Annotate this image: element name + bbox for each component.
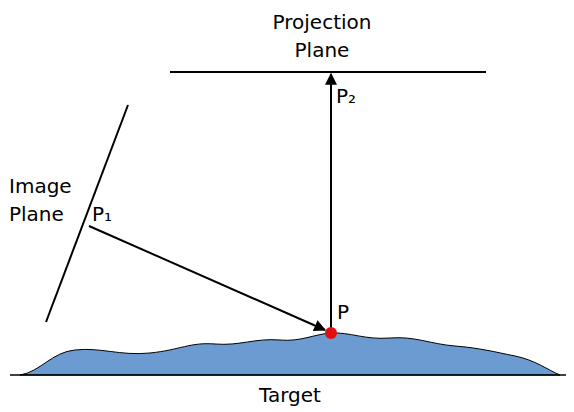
projection-arrow <box>330 74 332 328</box>
target-label-box: Target <box>259 381 321 409</box>
plane-label: Image Plane <box>9 172 94 228</box>
point-label-box: P₁ <box>92 200 112 228</box>
ray-arrow <box>89 226 325 330</box>
ground-line <box>10 374 566 376</box>
projection-plane-line <box>170 71 486 73</box>
target-point <box>325 327 337 339</box>
point-label: P₁ <box>92 200 112 228</box>
target-surface <box>20 333 560 375</box>
plane-label-box: Projection Plane <box>257 8 387 64</box>
point-label-box: P₂ <box>336 82 356 110</box>
target-label: Target <box>259 381 321 409</box>
point-label: P <box>337 298 349 326</box>
point-label: P₂ <box>336 82 356 110</box>
plane-label: Projection Plane <box>257 8 387 64</box>
plane-label-box: Image Plane <box>9 172 94 228</box>
point-label-box: P <box>337 298 349 326</box>
